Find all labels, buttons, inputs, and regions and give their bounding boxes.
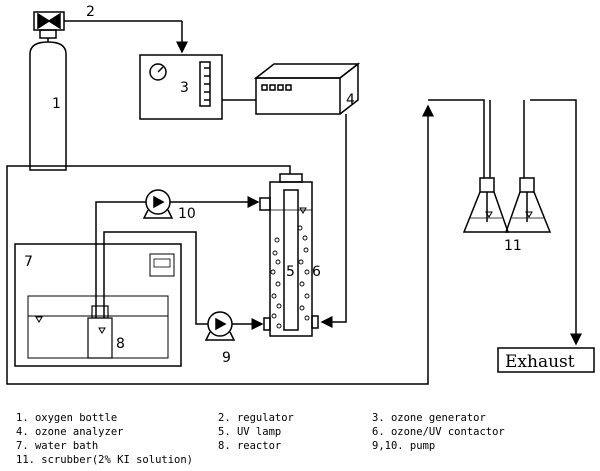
label-8: 8 [116, 336, 125, 352]
water-level-bath [35, 316, 43, 323]
label-5: 5 [286, 264, 295, 280]
label-6: 6 [312, 264, 321, 280]
water-level-reactor [98, 327, 106, 334]
legend-item: 8. reactor [218, 440, 282, 452]
scrubber-b [504, 177, 552, 233]
line-analyzer-to-contactor [320, 114, 347, 328]
label-11: 11 [504, 238, 522, 254]
pump-9 [204, 311, 236, 341]
line-reactor-to-pump10 [95, 201, 146, 318]
legend-item: 7. water bath [16, 440, 99, 452]
label-1: 1 [52, 96, 61, 112]
legend-item: 4. ozone analyzer [16, 426, 124, 438]
legend-item: 3. ozone generator [372, 412, 486, 424]
uv-lamp [283, 189, 299, 331]
legend-item: 11. scrubber(2% KI solution) [16, 454, 194, 466]
line-offgas-to-scrubber [6, 104, 434, 385]
scrubber-a [462, 177, 510, 233]
ozone-uv-contactor [259, 173, 319, 337]
water-level-scrubber-b [525, 211, 533, 218]
label-3: 3 [180, 80, 189, 96]
water-level-contactor [299, 207, 307, 214]
legend-item: 6. ozone/UV contactor [372, 426, 505, 438]
label-4: 4 [346, 92, 355, 108]
pump-10 [142, 189, 174, 219]
label-exhaust: Exhaust [505, 352, 575, 372]
line-to-scrubber-a [428, 99, 485, 178]
label-2: 2 [86, 4, 95, 20]
legend-item: 9,10. pump [372, 440, 436, 452]
regulator [33, 11, 65, 31]
label-7: 7 [24, 254, 33, 270]
exhaust-box [497, 347, 595, 373]
legend: 1. oxygen bottle 2. regulator 3. ozone g… [0, 412, 600, 470]
line-to-exhaust [530, 99, 582, 346]
water-bath [14, 243, 182, 367]
legend-item: 1. oxygen bottle [16, 412, 118, 424]
ozone-analyzer [253, 62, 361, 115]
reactor [87, 305, 113, 359]
legend-item: 2. regulator [218, 412, 294, 424]
bubbles [270, 225, 310, 329]
water-level-scrubber-a [485, 211, 493, 218]
legend-item: 5. UV lamp [218, 426, 282, 438]
label-10: 10 [178, 206, 196, 222]
line-reactor-to-pump9 [103, 231, 208, 325]
label-9: 9 [222, 350, 231, 366]
ozone-generator [139, 54, 223, 120]
